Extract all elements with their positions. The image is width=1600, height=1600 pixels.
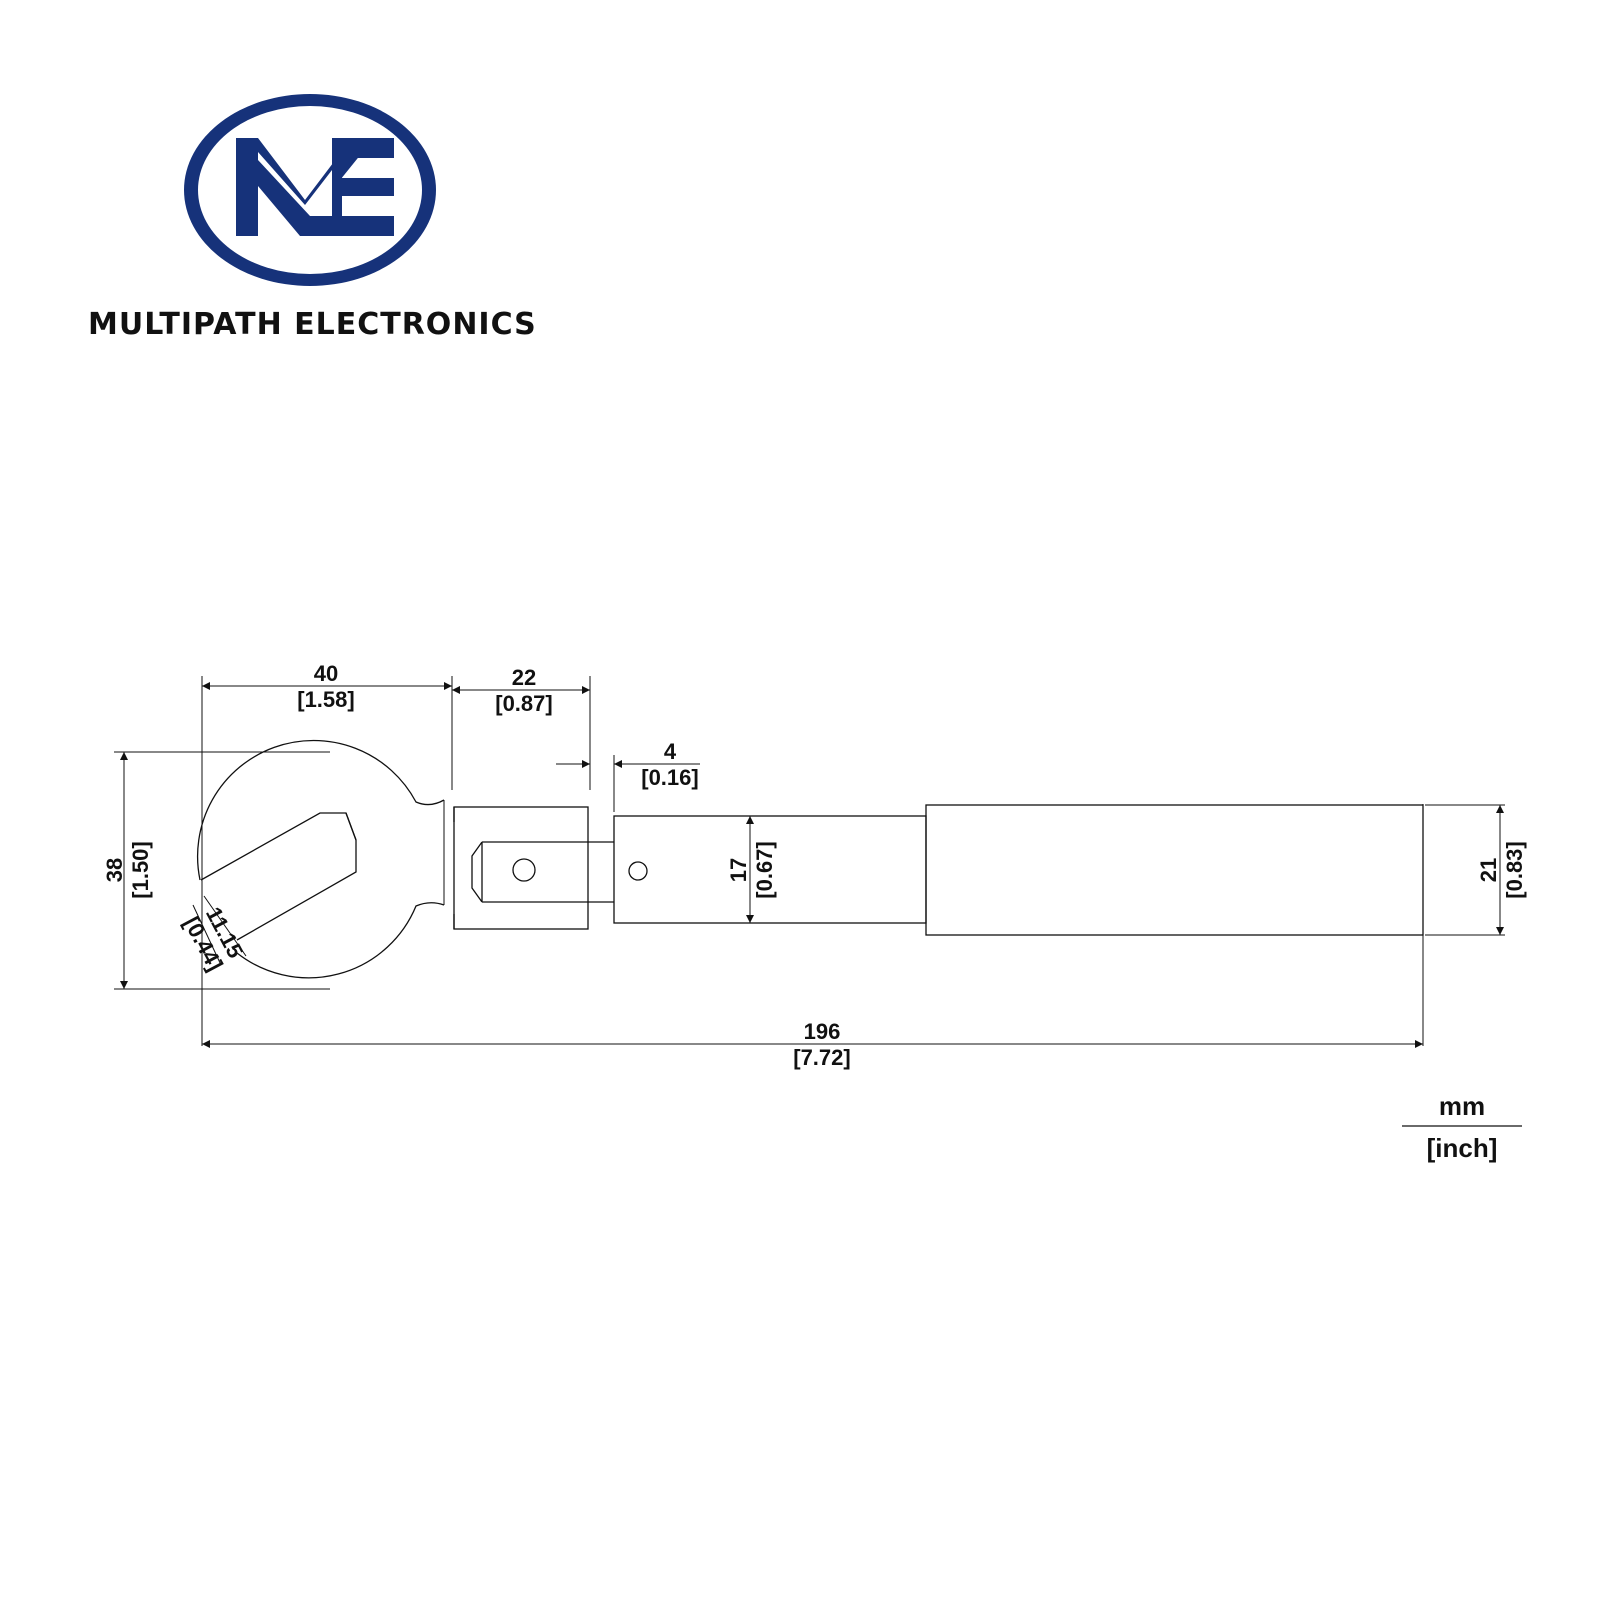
dim-40-inch: [1.58] bbox=[297, 687, 354, 712]
dim-11-line bbox=[192, 904, 222, 966]
dim-196-inch: [7.72] bbox=[793, 1045, 850, 1070]
dim-21-mm: 21 bbox=[1476, 858, 1501, 882]
brand-name: MULTIPATH ELECTRONICS bbox=[88, 307, 537, 342]
wrench-head bbox=[196, 739, 445, 979]
logo-m-diagonal bbox=[258, 160, 332, 236]
logo-e-shape bbox=[332, 138, 394, 236]
dimension-lines bbox=[114, 676, 1505, 1048]
dim-38-mm: 38 bbox=[102, 858, 127, 882]
dim-4-mm: 4 bbox=[664, 739, 677, 764]
shaft-hole bbox=[628, 861, 648, 881]
dim-4-inch: [0.16] bbox=[641, 765, 698, 790]
dim-17-mm: 17 bbox=[726, 858, 751, 882]
wrench-tenon bbox=[471, 841, 614, 903]
dim-21-inch: [0.83] bbox=[1502, 841, 1527, 898]
wrench-handle bbox=[925, 804, 1424, 936]
units-inch: [inch] bbox=[1427, 1133, 1498, 1163]
brand-logo bbox=[184, 94, 436, 286]
dim-22-inch: [0.87] bbox=[495, 691, 552, 716]
dim-22-mm: 22 bbox=[512, 665, 536, 690]
dim-17-inch: [0.67] bbox=[752, 841, 777, 898]
dimension-labels: 40 [1.58] 22 [0.87] 4 [0.16] 38 [1.50] 1… bbox=[102, 661, 1527, 1070]
wrench-block bbox=[453, 806, 589, 930]
units-legend: mm [inch] bbox=[1402, 1091, 1522, 1163]
dim-38-inch: [1.50] bbox=[128, 841, 153, 898]
dim-11-line-b bbox=[203, 895, 247, 957]
dim-196-mm: 196 bbox=[804, 1019, 841, 1044]
tenon-hole bbox=[512, 858, 536, 882]
units-mm: mm bbox=[1439, 1091, 1485, 1121]
dim-40-mm: 40 bbox=[314, 661, 338, 686]
wrench-outline bbox=[196, 739, 1424, 979]
jaw-edge bbox=[345, 812, 357, 841]
